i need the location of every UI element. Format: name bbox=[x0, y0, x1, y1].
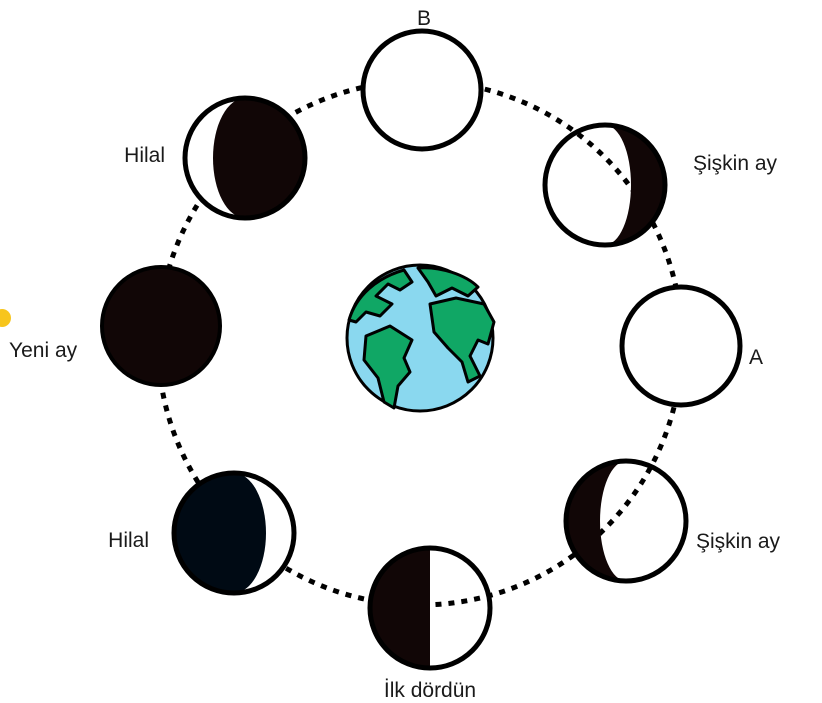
moon-lower-left bbox=[174, 473, 294, 593]
moon-left bbox=[102, 267, 220, 385]
moon-lower-right bbox=[566, 461, 686, 581]
label-lower-right: Şişkin ay bbox=[696, 530, 781, 553]
sun-marker bbox=[0, 309, 11, 327]
moon-upper-left bbox=[185, 98, 305, 218]
moon-bottom bbox=[370, 548, 490, 668]
label-bottom: İlk dördün bbox=[384, 679, 476, 702]
label-upper-right: Şişkin ay bbox=[693, 152, 778, 175]
label-right: A bbox=[749, 346, 763, 369]
moon-upper-right bbox=[545, 125, 665, 245]
label-lower-left: Hilal bbox=[108, 529, 149, 552]
label-left: Yeni ay bbox=[9, 339, 78, 362]
moon-top bbox=[363, 31, 481, 149]
moon-right bbox=[622, 287, 740, 405]
earth-icon bbox=[347, 265, 494, 411]
label-upper-left: Hilal bbox=[124, 144, 165, 167]
label-top: B bbox=[417, 7, 431, 30]
